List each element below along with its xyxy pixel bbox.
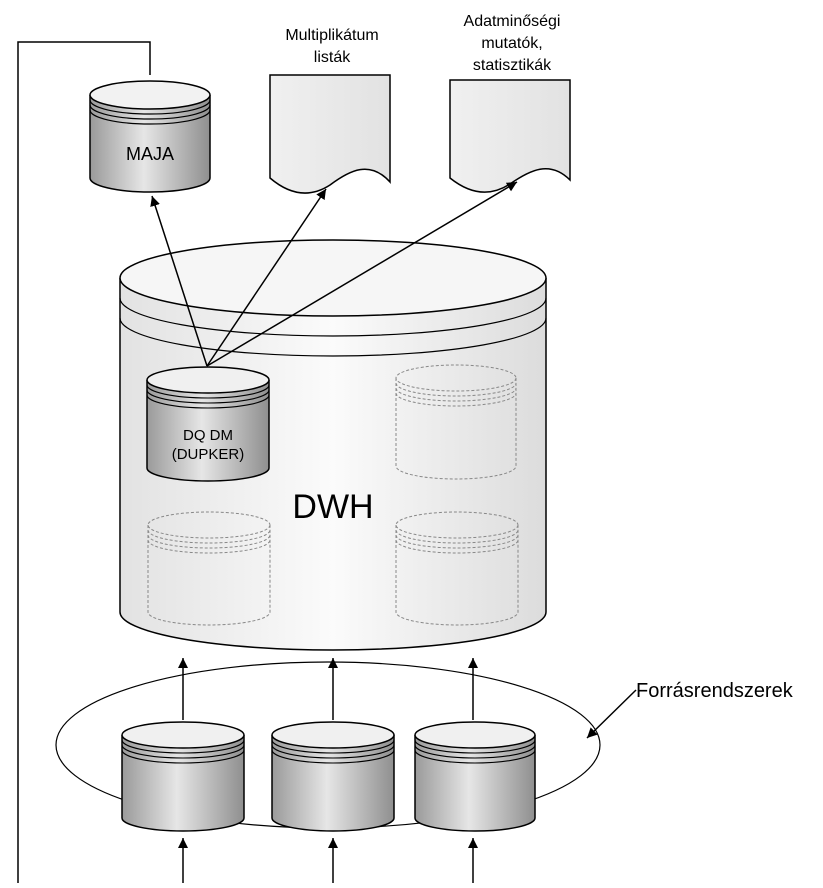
multiplikatum-document: Multiplikátum listák xyxy=(269,27,391,194)
dq-dm-label-line2: (DUPKER) xyxy=(172,446,245,463)
dashed-cylinder-top-right xyxy=(395,364,517,480)
feedback-loop-line xyxy=(17,41,151,883)
multiplikatum-label-line1: Multiplikátum xyxy=(285,27,378,44)
arrow-to-maja xyxy=(150,195,208,367)
adatminoseg-label-line3: statisztikák xyxy=(473,57,552,74)
source-cylinder-2 xyxy=(271,721,395,832)
adatminoseg-document: Adatminőségi mutatók, statisztikák xyxy=(449,13,571,193)
dwh-label: DWH xyxy=(292,488,373,526)
source-cylinder-3 xyxy=(414,721,536,832)
maja-database-cylinder: MAJA xyxy=(89,80,211,193)
dq-dm-label-line1: DQ DM xyxy=(183,427,233,444)
incoming-arrows xyxy=(178,838,478,883)
source-to-dwh-arrows xyxy=(178,658,478,720)
forrasrendszerek-callout: Forrásrendszerek xyxy=(586,680,794,739)
forrasrendszerek-label: Forrásrendszerek xyxy=(636,680,794,702)
multiplikatum-label-line2: listák xyxy=(314,49,351,66)
dashed-cylinder-bottom-right xyxy=(395,511,519,626)
arrow-to-multiplikatum xyxy=(206,188,327,367)
dashed-cylinder-bottom-left xyxy=(147,511,271,626)
arrow-to-adatminoseg xyxy=(206,181,518,367)
adatminoseg-label-line1: Adatminőségi xyxy=(464,13,561,30)
adatminoseg-label-line2: mutatók, xyxy=(481,35,542,52)
source-cylinder-1 xyxy=(121,721,245,832)
output-arrows xyxy=(150,181,518,367)
dq-dm-cylinder: DQ DM (DUPKER) xyxy=(146,366,270,482)
maja-label: MAJA xyxy=(126,144,174,164)
